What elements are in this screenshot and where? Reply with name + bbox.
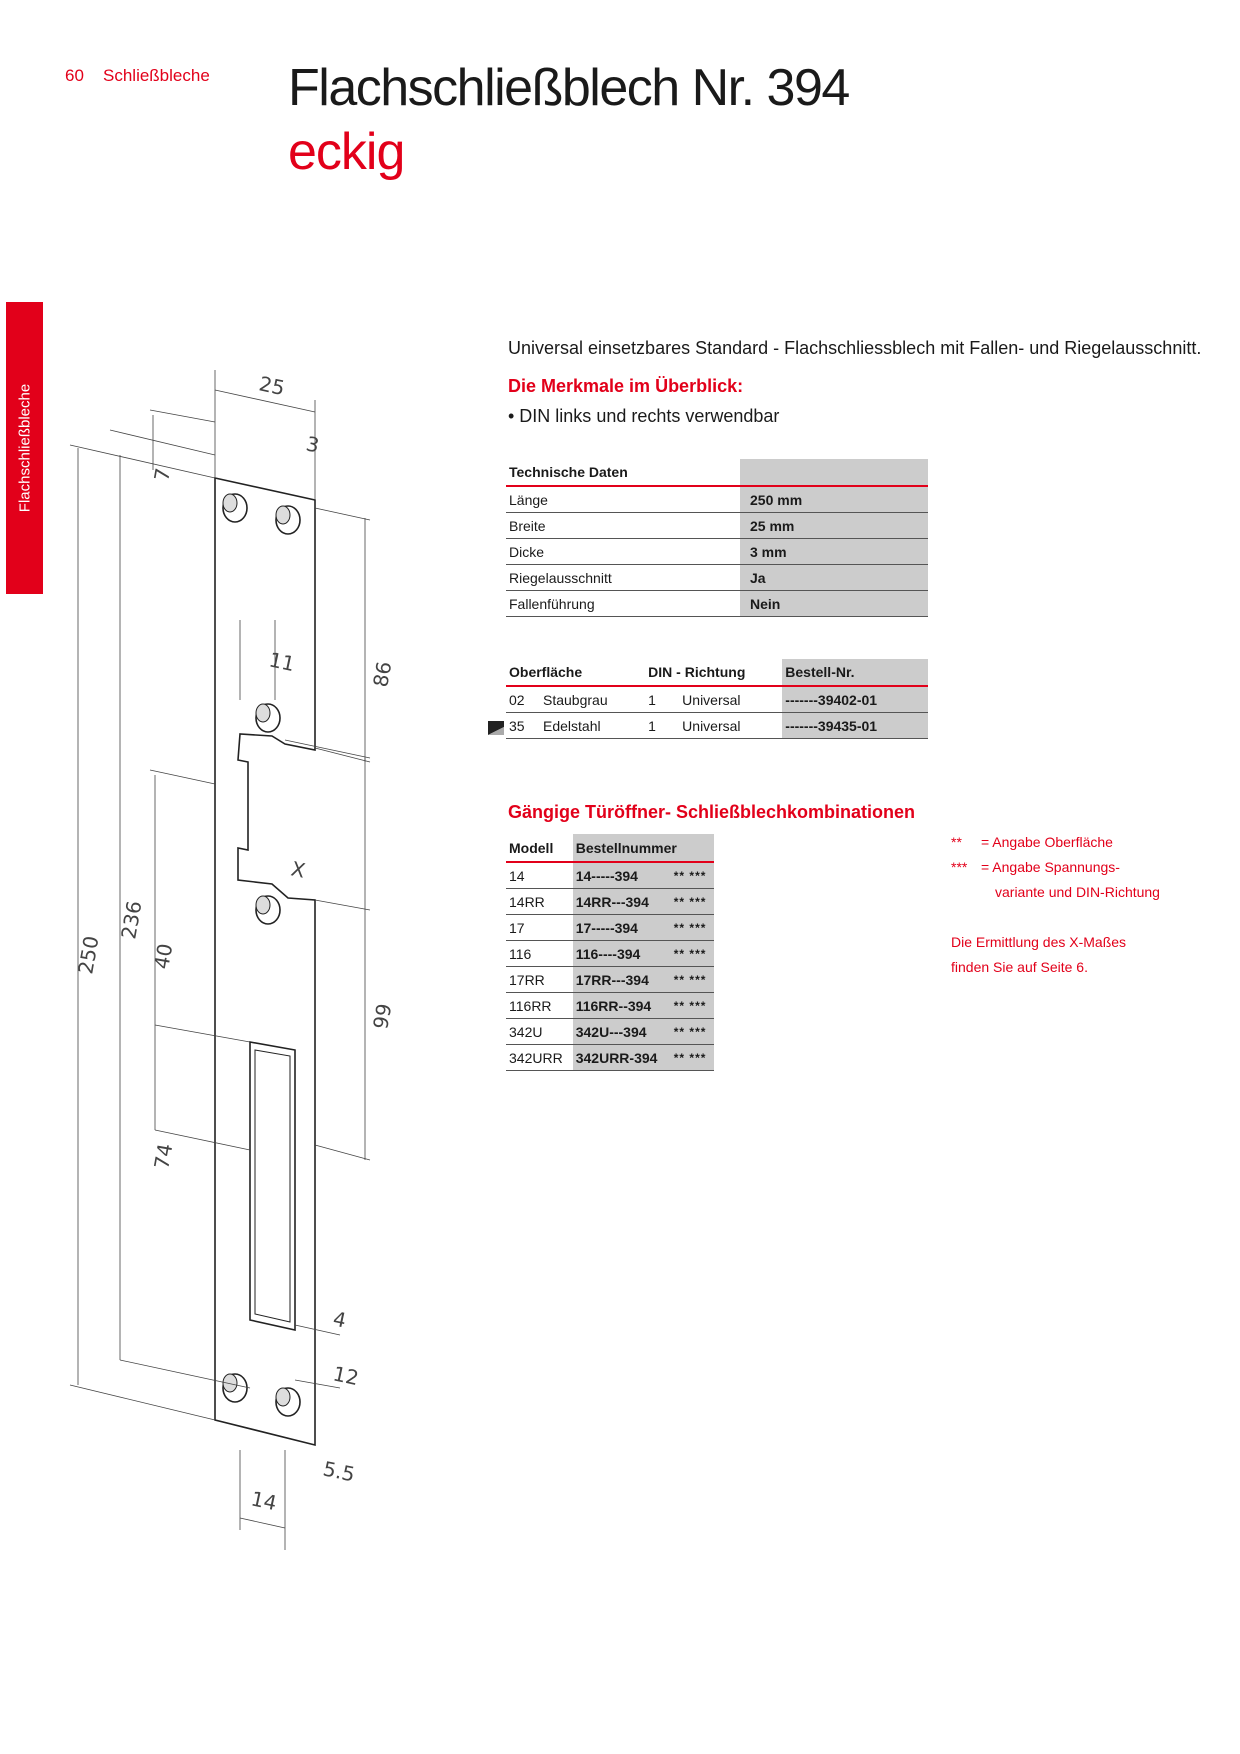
technical-drawing: 25 3 7 86 11 X 236 250 40 99 74 4 12 5.5… xyxy=(69,370,396,1550)
plate-outline xyxy=(214,477,316,1447)
model-header: Modell xyxy=(506,834,573,863)
dim-86: 86 xyxy=(368,660,396,689)
legend-text-3: variante und DIN-Richtung xyxy=(995,884,1160,900)
table-row: 35 Edelstahl 1 Universal -------39435-01 xyxy=(506,712,928,739)
stainless-swatch-icon xyxy=(488,721,504,735)
dim-12: 12 xyxy=(331,1361,361,1390)
dim-11: 11 xyxy=(267,647,297,676)
combo-heading: Gängige Türöffner- Schließblechkombinati… xyxy=(508,802,916,822)
x-note-1: Die Ermittlung des X-Maßes xyxy=(951,934,1127,950)
section-title: Schließbleche xyxy=(103,66,210,85)
dim-4: 4 xyxy=(331,1306,348,1332)
dim-7: 7 xyxy=(149,466,175,483)
tech-header: Technische Daten xyxy=(506,459,740,487)
table-row: 02 Staubgrau 1 Universal -------39402-01 xyxy=(506,686,928,713)
dim-x: X xyxy=(289,856,308,882)
page-number: 60 xyxy=(65,66,84,85)
legend-key-2: *** xyxy=(951,859,968,875)
dim-40: 40 xyxy=(149,942,177,971)
legend-key-1: ** xyxy=(951,834,962,850)
side-tab-label: Flachschließbleche xyxy=(16,383,33,513)
dim-74: 74 xyxy=(149,1142,177,1171)
x-note-2: finden Sie auf Seite 6. xyxy=(951,959,1088,975)
legend-text-2: = Angabe Spannungs- xyxy=(981,859,1120,875)
surface-table: Oberfläche DIN - Richtung Bestell-Nr. 02… xyxy=(506,659,928,739)
feature-item: • DIN links und rechts verwendbar xyxy=(508,406,780,426)
features-heading: Die Merkmale im Überblick: xyxy=(508,376,744,396)
din-header: DIN - Richtung xyxy=(645,659,783,687)
legend-text-1: = Angabe Oberfläche xyxy=(981,834,1113,850)
order-number-header: Bestellnummer xyxy=(572,834,714,863)
dim-236: 236 xyxy=(116,899,146,941)
page-subtitle: eckig xyxy=(288,123,405,181)
dim-25: 25 xyxy=(257,371,287,400)
order-header: Bestell-Nr. xyxy=(782,659,928,687)
side-tab: Flachschließbleche xyxy=(6,302,43,594)
latch-cutout xyxy=(249,1041,296,1331)
surface-header: Oberfläche xyxy=(506,659,646,687)
dim-3: 3 xyxy=(304,431,321,457)
features-list: • DIN links und rechts verwendbar xyxy=(508,406,779,427)
dim-14: 14 xyxy=(249,1486,279,1515)
dim-5-5: 5.5 xyxy=(321,1456,357,1486)
dim-250: 250 xyxy=(73,934,103,976)
page-title: Flachschließblech Nr. 394 xyxy=(288,59,850,117)
intro-text: Universal einsetzbares Standard - Flachs… xyxy=(508,338,1202,358)
dim-99: 99 xyxy=(368,1002,396,1031)
